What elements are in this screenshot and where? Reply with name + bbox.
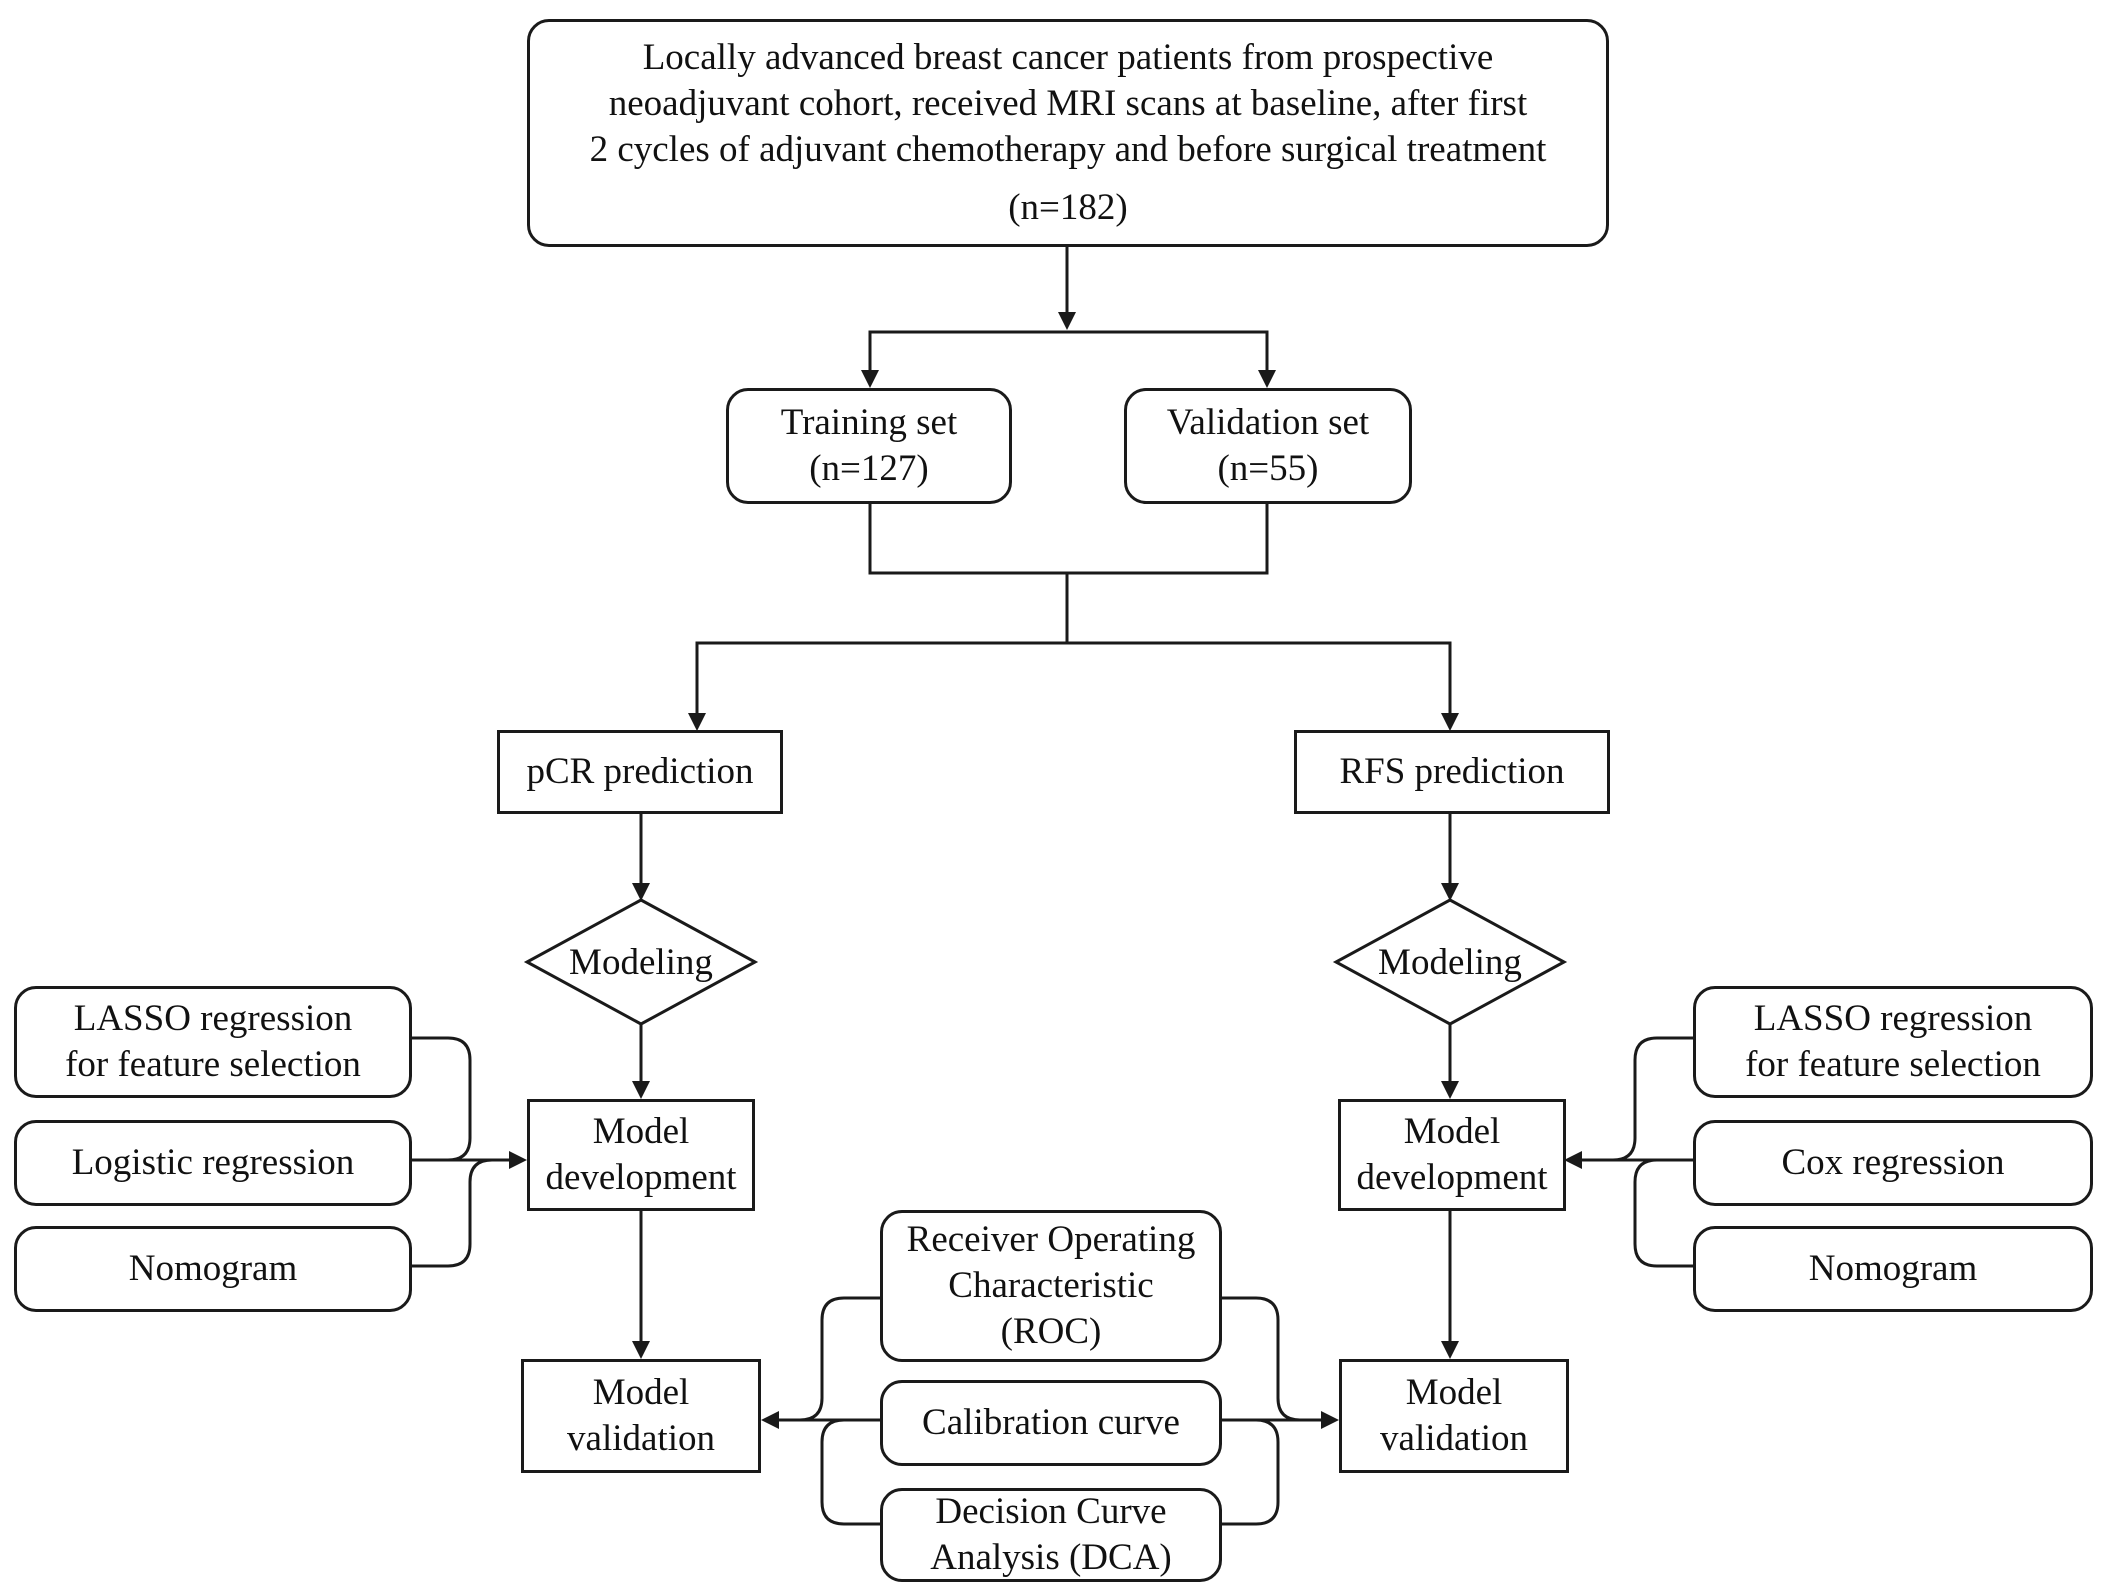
pcr-model-validation-box: Model validation xyxy=(521,1359,761,1473)
validation-set-count: (n=55) xyxy=(1217,448,1319,489)
pcr-prediction-label: pCR prediction xyxy=(526,751,754,792)
bracket-rfs-methods xyxy=(1582,1036,1693,1268)
arrowhead-pcr-methods xyxy=(509,1151,527,1169)
pcr-model-development-line-2: development xyxy=(545,1157,737,1198)
connector-merge-sets xyxy=(868,502,1269,575)
pcr-lasso-box: LASSO regression for feature selection xyxy=(14,986,412,1098)
rfs-model-development-box: Model development xyxy=(1338,1099,1566,1211)
roc-line-1: Receiver Operating xyxy=(906,1219,1196,1260)
connector-split-sets xyxy=(868,330,1269,377)
rfs-nomogram-box: Nomogram xyxy=(1693,1226,2093,1312)
pcr-prediction-box: pCR prediction xyxy=(497,730,783,814)
dca-line-2: Analysis (DCA) xyxy=(930,1537,1172,1578)
roc-line-3: (ROC) xyxy=(1000,1311,1102,1352)
arrowhead-rfs-validation xyxy=(1441,1341,1459,1359)
rfs-cox-regression-label: Cox regression xyxy=(1781,1142,2005,1183)
arrowhead-pcr-modeling xyxy=(632,883,650,901)
training-set-count: (n=127) xyxy=(809,448,929,489)
cohort-line-3: 2 cycles of adjuvant chemotherapy and be… xyxy=(589,129,1547,170)
arrowhead-rfs-methods xyxy=(1564,1151,1582,1169)
calibration-curve-box: Calibration curve xyxy=(880,1380,1222,1466)
arrowhead-rfs-evaluation xyxy=(1321,1411,1339,1429)
modeling-label-rfs: Modeling xyxy=(1378,941,1522,983)
pcr-model-validation-line-1: Model xyxy=(592,1372,690,1413)
arrowhead-training xyxy=(861,370,879,388)
arrowhead-validation xyxy=(1258,370,1276,388)
rfs-lasso-line-2: for feature selection xyxy=(1745,1044,2041,1085)
connector-split-predictions xyxy=(695,641,1452,722)
rfs-prediction-box: RFS prediction xyxy=(1294,730,1610,814)
rfs-lasso-box: LASSO regression for feature selection xyxy=(1693,986,2093,1098)
training-set-box: Training set (n=127) xyxy=(726,388,1012,504)
rfs-prediction-label: RFS prediction xyxy=(1339,751,1565,792)
cohort-line-1: Locally advanced breast cancer patients … xyxy=(642,37,1494,78)
rfs-model-validation-line-1: Model xyxy=(1405,1372,1503,1413)
rfs-model-development-line-1: Model xyxy=(1403,1111,1501,1152)
cohort-count: (n=182) xyxy=(1008,187,1128,228)
rfs-model-validation-line-2: validation xyxy=(1380,1418,1528,1459)
calibration-curve-label: Calibration curve xyxy=(922,1402,1180,1443)
arrowhead-pcr-development xyxy=(632,1081,650,1099)
arrowhead-pcr-validation xyxy=(632,1341,650,1359)
rfs-model-development-line-2: development xyxy=(1356,1157,1548,1198)
modeling-label-pcr: Modeling xyxy=(569,941,713,983)
rfs-lasso-line-1: LASSO regression xyxy=(1753,998,2033,1039)
bracket-evaluation-right xyxy=(1222,1296,1330,1526)
arrowhead-pcr-evaluation xyxy=(761,1411,779,1429)
pcr-nomogram-box: Nomogram xyxy=(14,1226,412,1312)
arrowhead-rfs-development xyxy=(1441,1081,1459,1099)
pcr-logistic-regression-label: Logistic regression xyxy=(71,1142,355,1183)
rfs-cox-regression-box: Cox regression xyxy=(1693,1120,2093,1206)
arrowhead-cohort xyxy=(1058,312,1076,330)
cohort-box: Locally advanced breast cancer patients … xyxy=(527,19,1609,247)
pcr-lasso-line-1: LASSO regression xyxy=(73,998,353,1039)
validation-set-label: Validation set xyxy=(1166,402,1370,443)
roc-box: Receiver Operating Characteristic (ROC) xyxy=(880,1210,1222,1362)
arrowhead-rfs-modeling xyxy=(1441,883,1459,901)
bracket-evaluation-left xyxy=(770,1296,880,1526)
rfs-model-validation-box: Model validation xyxy=(1339,1359,1569,1473)
rfs-nomogram-label: Nomogram xyxy=(1808,1248,1978,1289)
pcr-model-validation-line-2: validation xyxy=(567,1418,715,1459)
pcr-model-development-box: Model development xyxy=(527,1099,755,1211)
pcr-lasso-line-2: for feature selection xyxy=(65,1044,361,1085)
pcr-nomogram-label: Nomogram xyxy=(128,1248,298,1289)
bracket-pcr-methods xyxy=(412,1036,521,1268)
arrowhead-rfs-prediction xyxy=(1441,713,1459,731)
validation-set-box: Validation set (n=55) xyxy=(1124,388,1412,504)
arrowhead-pcr-prediction xyxy=(688,713,706,731)
dca-line-1: Decision Curve xyxy=(935,1491,1167,1532)
training-set-label: Training set xyxy=(780,402,958,443)
cohort-line-2: neoadjuvant cohort, received MRI scans a… xyxy=(608,83,1528,124)
dca-box: Decision Curve Analysis (DCA) xyxy=(880,1488,1222,1582)
pcr-logistic-regression-box: Logistic regression xyxy=(14,1120,412,1206)
roc-line-2: Characteristic xyxy=(948,1265,1154,1306)
pcr-model-development-line-1: Model xyxy=(592,1111,690,1152)
